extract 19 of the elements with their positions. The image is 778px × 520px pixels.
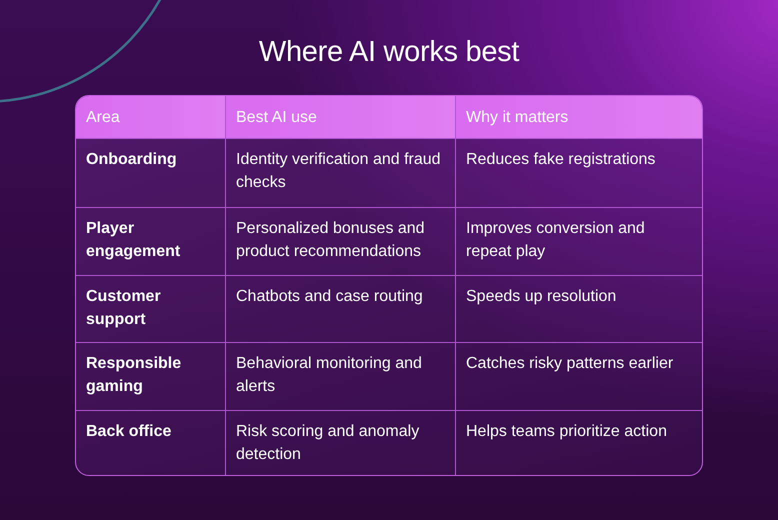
table-cell: Customer support bbox=[76, 276, 226, 343]
header-cell: Area bbox=[76, 96, 226, 139]
table-cell: Chatbots and case routing bbox=[226, 276, 456, 343]
table-cell: Behavioral monitoring and alerts bbox=[226, 343, 456, 411]
header-cell: Best AI use bbox=[226, 96, 456, 139]
title: Where AI works best bbox=[258, 36, 520, 69]
table-cell: Personalized bonuses and product recommendations bbox=[226, 208, 456, 276]
table-cell-text: Helps teams prioritize action bbox=[465, 422, 668, 442]
table-cell: Risk scoring and anomaly detection bbox=[226, 411, 456, 475]
table-cell: Onboarding bbox=[76, 139, 226, 208]
table-cell: Speeds up resolution bbox=[456, 276, 702, 343]
header-cell: Why it matters bbox=[456, 96, 702, 139]
table-cell: Player engagement bbox=[76, 208, 226, 276]
table-cell: Catches risky patterns earlier bbox=[456, 343, 702, 411]
table-cell: Improves conversion and repeat play bbox=[456, 208, 702, 276]
table-cell: Reduces fake registrations bbox=[456, 139, 702, 208]
table-cell: Responsible gaming bbox=[76, 343, 226, 411]
table-cell: Identity verification and fraud checks bbox=[226, 139, 456, 208]
table-cell: Back office bbox=[76, 411, 226, 475]
